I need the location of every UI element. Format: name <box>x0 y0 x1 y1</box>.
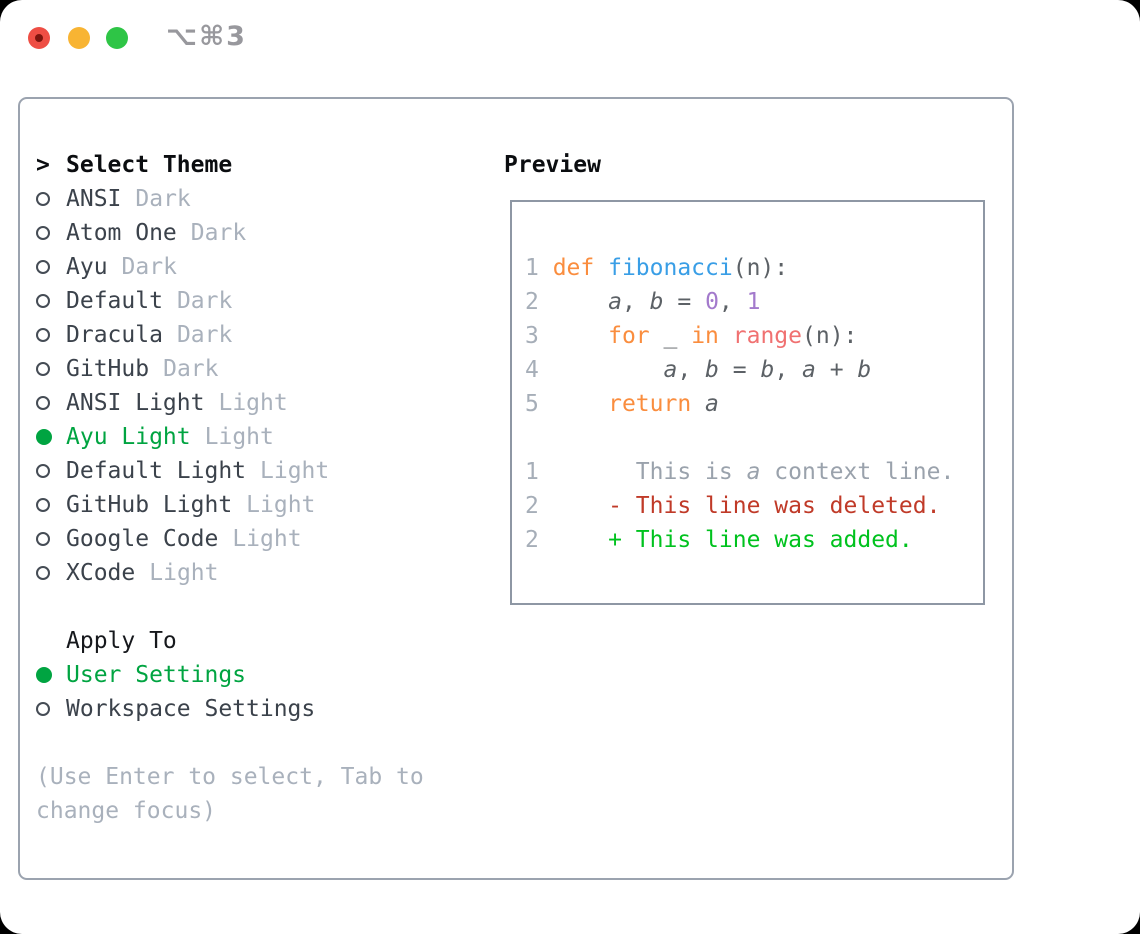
theme-option-ayu-light[interactable]: Ayu Light Light <box>36 420 470 454</box>
radio-icon <box>36 260 66 274</box>
close-button[interactable] <box>28 27 50 49</box>
code-line: 2 - This line was deleted. <box>525 493 941 519</box>
spacer <box>36 726 470 760</box>
apply-option-user-settings[interactable]: User Settings <box>36 658 470 692</box>
theme-option-ansi[interactable]: ANSI Dark <box>36 182 470 216</box>
theme-variant-tag: Dark <box>135 186 191 212</box>
theme-option-dracula[interactable]: Dracula Dark <box>36 318 470 352</box>
radio-selected-icon <box>36 667 66 683</box>
code-line: 5 return a <box>525 391 719 417</box>
theme-option-label: Default Light <box>66 458 247 484</box>
preview-header-label: Preview <box>504 152 601 178</box>
window-title: ⌥⌘3 <box>166 21 247 52</box>
zoom-button[interactable] <box>106 27 128 49</box>
theme-variant-tag: Dark <box>176 322 233 348</box>
apply-to-header: Apply To <box>36 624 470 658</box>
titlebar: ⌥⌘3 <box>0 0 1140 97</box>
code-line <box>525 421 983 455</box>
selection-caret: > <box>36 152 50 178</box>
preview-box: 1 def fibonacci(n): 2 a, b = 0, 1 3 for _ … <box>510 200 985 605</box>
theme-option-xcode[interactable]: XCode Light <box>36 556 470 590</box>
theme-option-google-code[interactable]: Google Code Light <box>36 522 470 556</box>
theme-option-atom-one[interactable]: Atom One Dark <box>36 216 470 250</box>
theme-option-ansi-light[interactable]: ANSI Light Light <box>36 386 470 420</box>
theme-variant-tag: Light <box>246 492 316 518</box>
code-block: 1 def fibonacci(n): 2 a, b = 0, 1 3 for _ … <box>525 251 983 557</box>
theme-option-label: Ayu <box>66 254 108 280</box>
radio-icon <box>36 192 66 206</box>
theme-option-github-light[interactable]: GitHub Light Light <box>36 488 470 522</box>
theme-option-label: GitHub <box>66 356 150 382</box>
radio-icon <box>36 362 66 376</box>
radio-icon <box>36 328 66 342</box>
theme-option-default[interactable]: Default Dark <box>36 284 470 318</box>
apply-option-workspace-settings[interactable]: Workspace Settings <box>36 692 470 726</box>
code-line: 1 This is a context line. <box>525 459 955 485</box>
radio-icon <box>36 396 66 410</box>
theme-variant-tag: Light <box>204 424 274 450</box>
theme-option-label: Dracula <box>66 322 163 348</box>
theme-option-label: ANSI <box>66 186 122 212</box>
theme-option-label: ANSI Light <box>66 390 205 416</box>
code-line: 4 a, b = b, a + b <box>525 357 872 383</box>
radio-icon <box>36 226 66 240</box>
radio-icon <box>36 702 66 716</box>
radio-icon <box>36 498 66 512</box>
theme-variant-tag: Light <box>149 560 219 586</box>
theme-variant-tag: Dark <box>121 254 177 280</box>
theme-list-header-label: Select Theme <box>66 152 233 178</box>
apply-to-header-label: Apply To <box>66 628 177 654</box>
hint-text: (Use Enter to select, Tab to change focu… <box>36 764 424 824</box>
theme-option-ayu[interactable]: Ayu Dark <box>36 250 470 284</box>
radio-icon <box>36 294 66 308</box>
code-line: 1 def fibonacci(n): <box>525 255 789 281</box>
preview-header: Preview <box>504 148 985 182</box>
theme-variant-tag: Dark <box>163 356 219 382</box>
preview-column: Preview 1 def fibonacci(n): 2 a, b = 0, 1… <box>504 148 985 605</box>
theme-option-label: Google Code <box>66 526 219 552</box>
code-line: 3 for _ in range(n): <box>525 323 858 349</box>
theme-option-default-light[interactable]: Default Light Light <box>36 454 470 488</box>
unsaved-indicator-icon <box>35 34 43 42</box>
theme-option-github[interactable]: GitHub Dark <box>36 352 470 386</box>
theme-variant-tag: Light <box>218 390 288 416</box>
radio-icon <box>36 566 66 580</box>
theme-variant-tag: Dark <box>190 220 247 246</box>
theme-variant-tag: Light <box>260 458 330 484</box>
theme-list-header: > Select Theme <box>36 148 470 182</box>
radio-icon <box>36 532 66 546</box>
radio-selected-icon <box>36 429 66 445</box>
theme-option-label: Ayu Light <box>66 424 191 450</box>
radio-icon <box>36 464 66 478</box>
code-line: 2 + This line was added. <box>525 527 913 553</box>
apply-option-label: User Settings <box>66 662 247 688</box>
code-line: 2 a, b = 0, 1 <box>525 289 761 315</box>
theme-option-label: XCode <box>66 560 136 586</box>
theme-variant-tag: Dark <box>176 288 233 314</box>
theme-option-label: Atom One <box>66 220 177 246</box>
minimize-button[interactable] <box>68 27 90 49</box>
apply-option-label: Workspace Settings <box>66 696 316 722</box>
theme-variant-tag: Light <box>232 526 302 552</box>
theme-option-label: Default <box>66 288 163 314</box>
theme-option-label: GitHub Light <box>66 492 233 518</box>
spacer <box>36 590 470 624</box>
